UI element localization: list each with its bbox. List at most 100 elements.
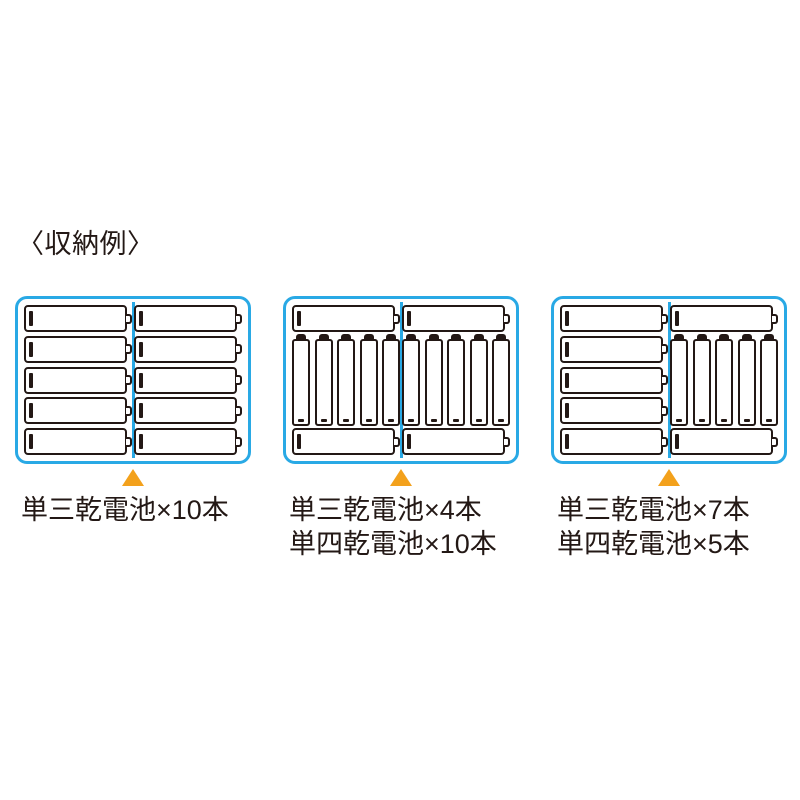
battery-negative-terminal [320, 418, 327, 422]
pointer-arrow-icon [390, 469, 412, 486]
aa-battery [24, 305, 132, 332]
battery-positive-terminal [236, 436, 242, 447]
battery-positive-terminal [473, 334, 484, 340]
aaa-battery [292, 334, 310, 426]
battery-positive-terminal [741, 334, 752, 340]
battery-positive-terminal [236, 375, 242, 385]
battery-negative-terminal [343, 418, 349, 422]
aa-battery [670, 305, 778, 332]
battery-positive-terminal [662, 405, 668, 416]
battery-negative-terminal [564, 311, 569, 326]
battery-negative-terminal [475, 418, 482, 422]
battery-negative-terminal [388, 418, 394, 422]
battery-positive-terminal [662, 375, 668, 385]
aa-battery [134, 428, 242, 455]
battery-negative-terminal [408, 418, 414, 422]
aaa-battery [447, 334, 465, 426]
aa-battery [292, 305, 400, 332]
battery-negative-terminal [743, 418, 750, 422]
battery-negative-terminal [498, 418, 504, 422]
caption-line: 単四乾電池×10本 [289, 529, 497, 559]
battery-positive-terminal [394, 313, 400, 324]
battery-positive-terminal [126, 313, 132, 324]
compartment-left [292, 305, 400, 455]
battery-positive-terminal [126, 436, 132, 447]
aaa-battery [737, 334, 756, 426]
aa-battery [670, 428, 778, 455]
battery-positive-terminal [496, 334, 506, 340]
battery-positive-terminal [764, 334, 774, 340]
aaa-battery [469, 334, 488, 426]
battery-negative-terminal [564, 372, 569, 388]
aa-battery [560, 366, 668, 394]
battery-positive-terminal [662, 344, 668, 355]
battery-positive-terminal [662, 436, 668, 447]
battery-negative-terminal [674, 434, 679, 449]
battery-negative-terminal [564, 434, 569, 449]
battery-negative-terminal [296, 434, 301, 449]
caption-line: 単三乾電池×7本 [557, 495, 750, 525]
caption-line: 単四乾電池×5本 [557, 529, 750, 559]
aaa-battery [337, 334, 355, 426]
battery-positive-terminal [126, 405, 132, 416]
battery-case [15, 296, 251, 464]
battery-negative-terminal [564, 341, 569, 357]
battery-positive-terminal [772, 313, 778, 324]
aaa-battery [314, 334, 333, 426]
battery-positive-terminal [236, 405, 242, 416]
battery-negative-terminal [138, 403, 143, 419]
aa-battery [402, 428, 510, 455]
battery-positive-terminal [126, 344, 132, 355]
case-divider [131, 302, 135, 458]
compartment-right [402, 305, 510, 455]
aa-battery [24, 428, 132, 455]
aaa-battery-row [670, 334, 778, 426]
battery-negative-terminal [406, 434, 411, 449]
battery-negative-terminal [453, 418, 459, 422]
battery-positive-terminal [296, 334, 306, 340]
compartment-left [560, 305, 668, 455]
battery-positive-terminal [341, 334, 351, 340]
aa-battery-stack [24, 305, 132, 455]
battery-positive-terminal [696, 334, 707, 340]
battery-positive-terminal [318, 334, 329, 340]
battery-negative-terminal [430, 418, 437, 422]
storage-example-1-caption: 単三乾電池×10本 [21, 493, 229, 527]
battery-negative-terminal [564, 403, 569, 419]
aa-battery-stack [134, 305, 242, 455]
aa-battery [560, 305, 668, 332]
aaa-battery [382, 334, 400, 426]
pointer-arrow-icon [658, 469, 680, 486]
aaa-battery [402, 334, 420, 426]
aa-battery [134, 366, 242, 394]
storage-example-2 [283, 296, 519, 464]
aa-battery [292, 428, 400, 455]
battery-case [283, 296, 519, 464]
storage-example-1 [15, 296, 251, 464]
aa-battery [24, 366, 132, 394]
storage-example-2-caption: 単三乾電池×4本 単四乾電池×10本 [289, 493, 497, 561]
battery-negative-terminal [674, 311, 679, 326]
aaa-battery [359, 334, 378, 426]
aa-battery [134, 335, 242, 363]
aaa-battery [492, 334, 510, 426]
aaa-battery [424, 334, 443, 426]
battery-positive-terminal [406, 334, 416, 340]
battery-positive-terminal [662, 313, 668, 324]
aa-battery [134, 305, 242, 332]
battery-negative-terminal [721, 418, 727, 422]
storage-example-3 [551, 296, 787, 464]
battery-negative-terminal [28, 403, 33, 419]
battery-negative-terminal [365, 418, 372, 422]
battery-positive-terminal [504, 436, 510, 447]
aaa-battery [670, 334, 688, 426]
case-divider [667, 302, 671, 458]
battery-case [551, 296, 787, 464]
compartment-left [24, 305, 132, 455]
battery-negative-terminal [28, 434, 33, 449]
battery-negative-terminal [28, 311, 33, 326]
storage-example-3-caption: 単三乾電池×7本 単四乾電池×5本 [557, 493, 750, 561]
aaa-battery [760, 334, 778, 426]
battery-positive-terminal [236, 313, 242, 324]
